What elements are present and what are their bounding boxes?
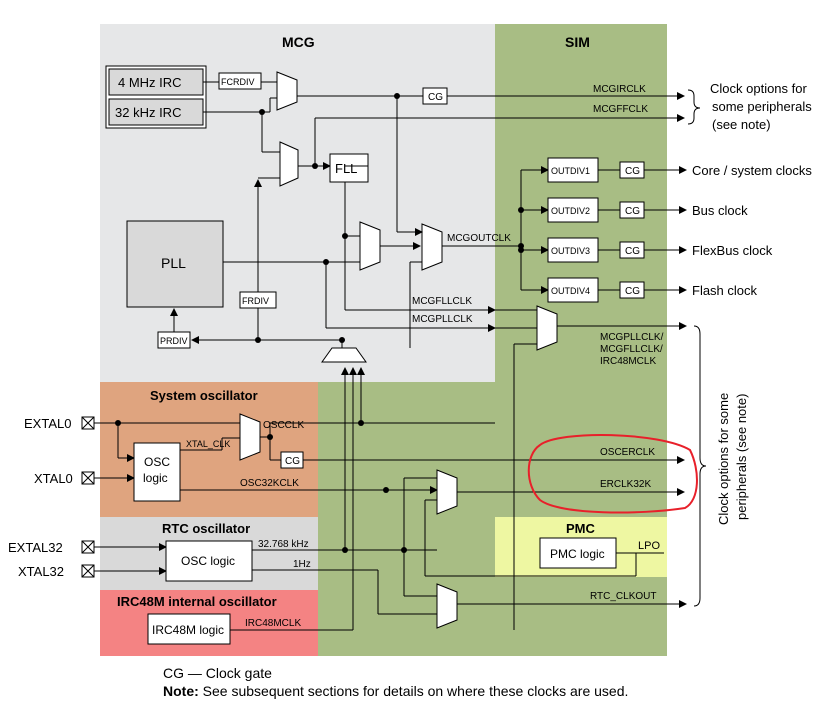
- outdiv1-label: OUTDIV1: [551, 166, 590, 176]
- fcrdiv-block: [218, 72, 262, 90]
- mcgpllclk-label: MCGPLLCLK: [412, 314, 473, 325]
- irc48m-logic-label: IRC48M logic: [152, 623, 224, 637]
- fll-block: [329, 153, 369, 183]
- rtc-clkout-mux: [436, 583, 458, 629]
- cg-flexbus-label: CG: [625, 246, 640, 257]
- rtc-1hz-label: 1Hz: [293, 559, 311, 570]
- outdiv3-block: [547, 237, 599, 263]
- cg-core-label: CG: [625, 166, 640, 177]
- clock-options-top-1: Clock options for: [710, 81, 807, 96]
- irc-32khz-block: [108, 98, 204, 126]
- oscclk-mux: [239, 413, 261, 461]
- mux-out-label-3: IRC48MCLK: [600, 356, 656, 367]
- irc48mclk-label: IRC48MCLK: [245, 618, 301, 629]
- mcg-title: MCG: [282, 34, 315, 50]
- fll-ref-mux: [279, 141, 299, 187]
- oscclk-label: OSCCLK: [263, 420, 304, 431]
- mcgout-mux: [421, 223, 443, 271]
- irc48m-title: IRC48M internal oscillator: [117, 594, 277, 609]
- mcgfllclk-label: MCGFLLCLK: [412, 296, 472, 307]
- osc-logic-label-2: logic: [143, 471, 168, 485]
- osc32kclk-label: OSC32KCLK: [240, 478, 299, 489]
- highlight-annotation: [527, 433, 698, 514]
- frdiv-label: FRDIV: [242, 296, 269, 306]
- rtc-osc-title: RTC oscillator: [162, 521, 250, 536]
- irc48m-logic-block: [147, 613, 231, 645]
- fll-pll-mux: [359, 221, 381, 271]
- clock-options-vertical-2: peripherals (see note): [734, 394, 749, 520]
- clock-options-top-3: (see note): [712, 117, 771, 132]
- bus-clock-output: Bus clock: [692, 203, 748, 218]
- legend-cg: CG — Clock gate: [163, 665, 272, 681]
- peripheral-clock-mux: [536, 305, 558, 351]
- xtal32-pin-label: XTAL32: [18, 564, 64, 579]
- outdiv2-label: OUTDIV2: [551, 206, 590, 216]
- note-text: See subsequent sections for details on w…: [198, 683, 629, 699]
- pll-label: PLL: [161, 255, 186, 271]
- cg-bus-label: CG: [625, 206, 640, 217]
- xtal0-pin-label: XTAL0: [34, 471, 73, 486]
- pll-block: [126, 220, 224, 308]
- clock-options-top-2: some peripherals: [712, 99, 812, 114]
- mux-out-label-1: MCGPLLCLK/: [600, 332, 664, 343]
- irc-mux: [276, 71, 298, 111]
- extal0-pin-label: EXTAL0: [24, 416, 71, 431]
- rtc-32k-label: 32.768 kHz: [258, 539, 309, 550]
- erclk32k-label: ERCLK32K: [600, 479, 651, 490]
- xtal-clk-label: XTAL_CLK: [186, 439, 230, 449]
- osc-logic-label-1: OSC: [144, 455, 170, 469]
- top-brace: [687, 89, 701, 125]
- fcrdiv-label: FCRDIV: [221, 77, 255, 87]
- flash-clock-output: Flash clock: [692, 283, 758, 298]
- extal32-pin-label: EXTAL32: [8, 540, 63, 555]
- sim-title: SIM: [565, 34, 590, 50]
- pmc-logic-label: PMC logic: [550, 547, 605, 561]
- core-clock-output: Core / system clocks: [692, 163, 812, 178]
- outdiv1-block: [547, 157, 599, 183]
- clock-options-vertical-1: Clock options for some: [716, 393, 731, 525]
- rtc-clkout-label: RTC_CLKOUT: [590, 591, 657, 602]
- oscerclk-label: OSCERCLK: [600, 447, 655, 458]
- outdiv4-block: [547, 277, 599, 303]
- outdiv2-block: [547, 197, 599, 223]
- outdiv3-label: OUTDIV3: [551, 246, 590, 256]
- irc-4mhz-label: 4 MHz IRC: [118, 75, 182, 90]
- mcgoutclk-label: MCGOUTCLK: [447, 233, 511, 244]
- right-brace: [693, 325, 707, 607]
- system-osc-title: System oscillator: [150, 388, 258, 403]
- lpo-label: LPO: [638, 540, 660, 552]
- osc-logic-block: [133, 442, 181, 502]
- legend-note: Note: See subsequent sections for detail…: [163, 683, 628, 699]
- pmc-title: PMC: [566, 521, 596, 536]
- prdiv-label: PRDIV: [160, 336, 188, 346]
- cg-oscerclk-label: CG: [285, 456, 300, 467]
- outdiv4-label: OUTDIV4: [551, 286, 590, 296]
- ext-ref-mux: [321, 347, 367, 363]
- mcgffclk-label: MCGFFCLK: [593, 104, 648, 115]
- rtc-osc-logic-label: OSC logic: [181, 554, 235, 568]
- sim-lower-region: [318, 382, 495, 656]
- rtc-osc-logic-block: [165, 540, 253, 582]
- mux-out-label-2: MCGFLLCLK/: [600, 344, 663, 355]
- irc-32khz-label: 32 kHz IRC: [115, 105, 181, 120]
- cg-mcgirclk-label: CG: [428, 92, 443, 103]
- flexbus-clock-output: FlexBus clock: [692, 243, 773, 258]
- note-label: Note:: [163, 683, 199, 699]
- fll-label: FLL: [335, 161, 357, 176]
- cg-flash-label: CG: [625, 286, 640, 297]
- mcgirclk-label: MCGIRCLK: [593, 84, 646, 95]
- erclk32k-mux: [436, 469, 458, 515]
